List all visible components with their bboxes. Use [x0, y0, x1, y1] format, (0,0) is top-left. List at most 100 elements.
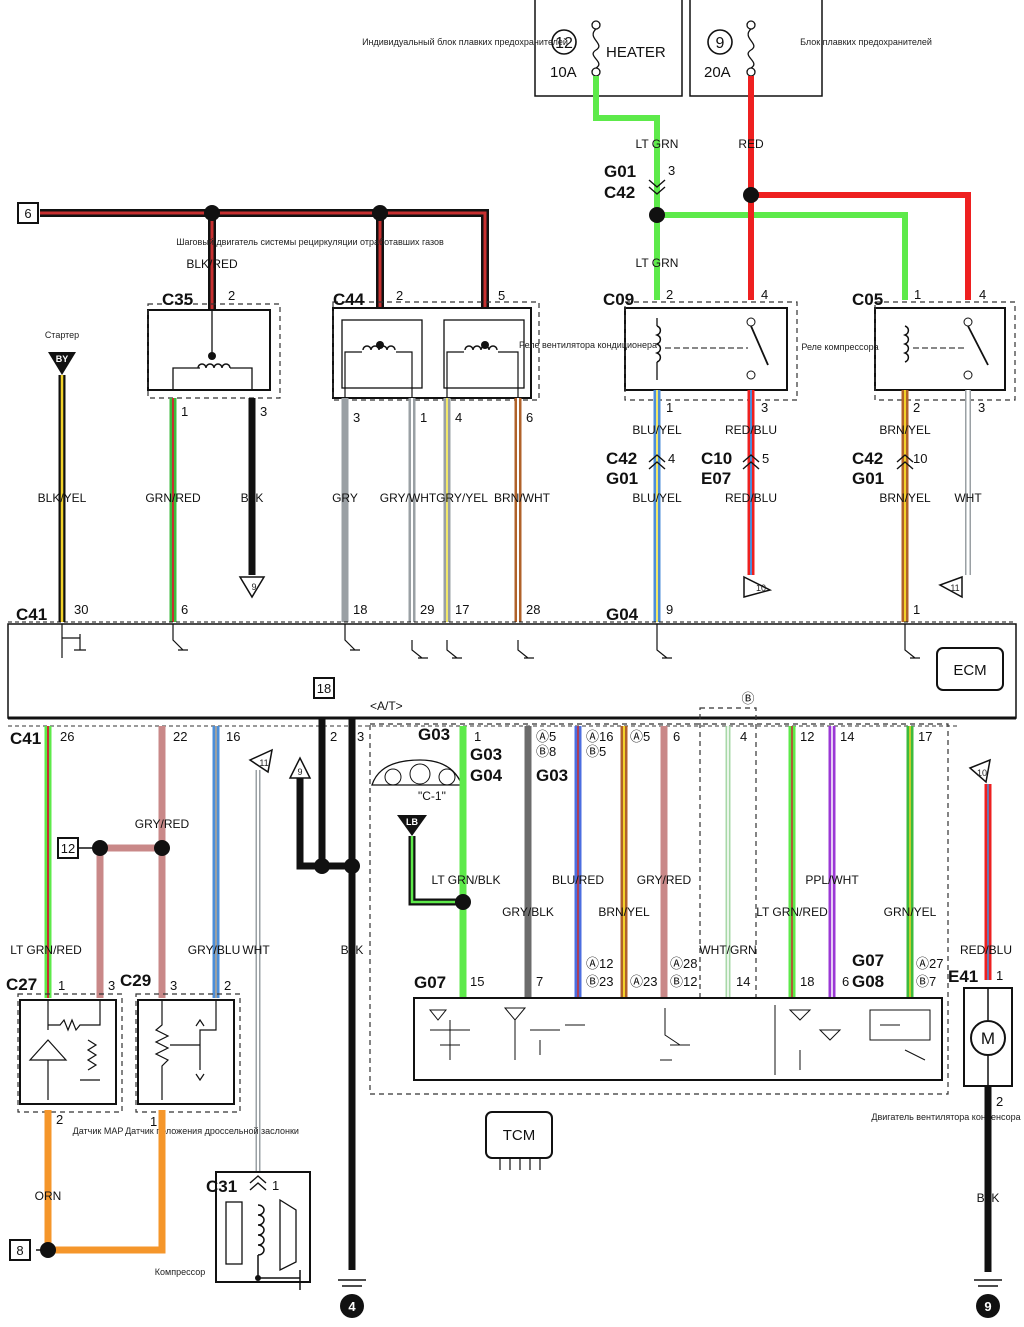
ref-arrow-icon [248, 748, 273, 774]
connector-chevron-icon [648, 179, 666, 195]
pin-label: 2 [330, 729, 337, 744]
tcm-dashed-region [369, 723, 949, 1095]
pin-label: Ⓑ23 [586, 974, 613, 989]
fuse-number-right: 9 [716, 35, 725, 52]
fuse-amps-left: 10A [550, 64, 577, 81]
wire-label: BRN/WHT [494, 491, 551, 505]
connector-label: G03 [470, 745, 502, 764]
connector-label: C29 [120, 971, 151, 990]
pin-label: 6 [181, 602, 188, 617]
pin-label: 14 [840, 729, 854, 744]
fuse-box-left-note: Индивидуальный блок плавких предохраните… [362, 37, 568, 47]
pin-label: 4 [668, 451, 675, 466]
wire-lt-grn-to-c05 [657, 212, 908, 300]
component-c44 [332, 307, 532, 399]
connector-label: G07 [852, 951, 884, 970]
ground-label: 9 [984, 1299, 991, 1314]
ground-label: 4 [348, 1299, 356, 1314]
wire-label: BRN/YEL [879, 423, 931, 437]
ground-4-icon [340, 1294, 364, 1318]
pin-label: 2 [996, 1094, 1003, 1109]
map-sensor-label: Датчик MAP [73, 1126, 124, 1136]
ref-label: 11 [950, 583, 959, 593]
relay-c09 [624, 307, 788, 391]
connector-chevron-icon [249, 1175, 267, 1191]
pin-label: 2 [396, 288, 403, 303]
sensor-tps [137, 999, 235, 1105]
wire-label: PPL/WHT [805, 873, 859, 887]
pin-label: 7 [536, 974, 543, 989]
lb-connector-icon [397, 815, 427, 836]
tps-sensor-label: Датчик положения дроссельной заслонки [125, 1126, 299, 1136]
wire-label: BLU/YEL [632, 423, 682, 437]
wire-label: GRY [332, 491, 358, 505]
wire-red-to-c05 [751, 192, 971, 300]
fuse-number-circle [551, 29, 577, 55]
pin-label: 3 [761, 400, 768, 415]
fuse-box-right-note: Блок плавких предохранителей [800, 37, 932, 47]
pin-label: 2 [56, 1112, 63, 1127]
relay-coil-icon [903, 325, 910, 363]
wire-label: LT GRN [636, 256, 679, 270]
splice-point [649, 207, 665, 223]
pin-label: Ⓐ5 [536, 729, 556, 744]
pin-label: 1 [996, 968, 1003, 983]
ecm-icon [936, 647, 1004, 691]
wire-label: LT GRN [636, 137, 679, 151]
pin-label: Ⓐ12 [586, 956, 613, 971]
pin-label: 3 [170, 978, 177, 993]
wire-label: WHT [954, 491, 982, 505]
pin-label: Ⓑ8 [536, 744, 556, 759]
pin-label: 3 [353, 410, 360, 425]
pin-label: 22 [173, 729, 187, 744]
ref-label: 18 [317, 681, 331, 696]
starter-label: Стартер [45, 330, 79, 340]
pin-label: 1 [913, 602, 920, 617]
pin-label: 4 [740, 729, 747, 744]
pin-label: 1 [666, 400, 673, 415]
pin-label: 3 [357, 729, 364, 744]
ref-arrow-icon [743, 575, 773, 598]
connector-label: G03 [536, 766, 568, 785]
fan-motor-label: Двигатель вентилятора конденсора [871, 1112, 1020, 1122]
pin-label: 4 [761, 287, 768, 302]
pin-label: 17 [918, 729, 932, 744]
motor-label: M [981, 1029, 995, 1048]
wire-label: GRY/BLU [188, 943, 240, 957]
pin-label: 1 [474, 729, 481, 744]
pin-label: 3 [108, 978, 115, 993]
ref-by: BY [56, 354, 69, 364]
connector-label: E41 [948, 967, 978, 986]
pin-label: 1 [420, 410, 427, 425]
pin-label: 4 [979, 287, 986, 302]
wire-label: RED/BLU [960, 943, 1012, 957]
pin-label: 9 [666, 602, 673, 617]
sensor-map [19, 999, 117, 1105]
pin-label: Ⓐ5 [630, 729, 650, 744]
relay-switch-icon [750, 325, 769, 366]
ref-arrow-icon [968, 758, 991, 784]
ecm-label: ECM [953, 662, 986, 679]
ref-box [17, 202, 39, 224]
connector-label: C42 [604, 183, 635, 202]
pin-label: 26 [60, 729, 74, 744]
ref-label: 10 [977, 768, 987, 778]
pin-label: 10 [913, 451, 927, 466]
connector-label: C31 [206, 1177, 237, 1196]
ref-label: 6 [24, 206, 31, 221]
wire-label: GRY/BLK [502, 905, 554, 919]
ref-arrow-icon [938, 575, 963, 599]
connector-label: C41 [16, 605, 47, 624]
wire-label: LT GRN/BLK [432, 873, 501, 887]
wire-label: RED/BLU [725, 491, 777, 505]
pin-label: 4 [455, 410, 462, 425]
pin-label: 28 [526, 602, 540, 617]
wire-label: BRN/YEL [879, 491, 931, 505]
wire-label: WHT/GRN [699, 943, 756, 957]
pin-label: Ⓑ5 [586, 744, 606, 759]
pin-label: 18 [800, 974, 814, 989]
wire-label: RED/BLU [725, 423, 777, 437]
connector-label: E07 [701, 469, 731, 488]
wire-label: LT GRN/RED [756, 905, 828, 919]
pin-label: 1 [58, 978, 65, 993]
